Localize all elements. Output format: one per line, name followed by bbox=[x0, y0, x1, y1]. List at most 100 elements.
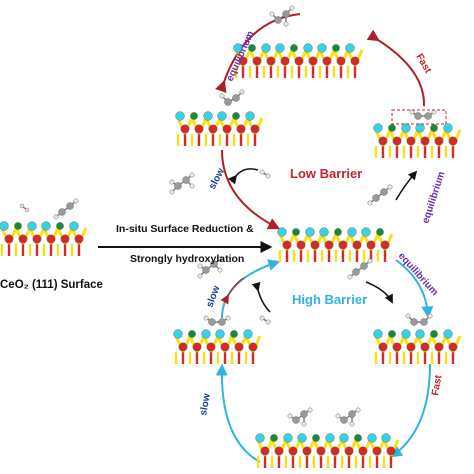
hydrogen-atom bbox=[266, 174, 270, 178]
o-lattice-atom bbox=[449, 343, 457, 351]
hydrogen-atom bbox=[336, 414, 340, 418]
high-cycle-arc-upper-left bbox=[222, 262, 278, 318]
o-lattice-atom bbox=[407, 137, 415, 145]
hydrogen-atom bbox=[348, 275, 352, 279]
ga-atom bbox=[430, 124, 437, 131]
carbon-atom bbox=[421, 319, 428, 326]
hydrogen-atom bbox=[226, 316, 230, 320]
ga-atom bbox=[14, 222, 21, 229]
adsorbate-bottom-left bbox=[288, 408, 312, 426]
o-surface-atom bbox=[244, 330, 253, 339]
ethylene-release-arrow-top bbox=[396, 172, 416, 200]
o-surface-atom bbox=[42, 222, 51, 231]
ga-atom bbox=[376, 228, 383, 235]
slab-top bbox=[234, 44, 362, 78]
slab-ceo2-pristine bbox=[0, 222, 86, 256]
hydrogen-atom bbox=[74, 199, 78, 203]
o-surface-atom bbox=[304, 44, 313, 53]
o-lattice-atom bbox=[295, 57, 303, 65]
ga-atom bbox=[312, 434, 319, 441]
o-lattice-atom bbox=[209, 125, 217, 133]
o-lattice-atom bbox=[283, 241, 291, 249]
slab-lower-right bbox=[374, 330, 460, 364]
o-surface-atom bbox=[70, 222, 79, 231]
ga-atom bbox=[332, 44, 339, 51]
o-surface-atom bbox=[204, 112, 213, 121]
hydrogen-atom bbox=[290, 6, 294, 10]
slab-lower-left bbox=[174, 330, 260, 364]
hydrogen-atom bbox=[288, 414, 292, 418]
o-lattice-atom bbox=[75, 235, 83, 243]
o-lattice-atom bbox=[393, 137, 401, 145]
o-surface-atom bbox=[362, 228, 371, 237]
o-lattice-atom bbox=[47, 235, 55, 243]
acetylene-gas-right-mid bbox=[348, 259, 372, 279]
o-surface-atom bbox=[402, 330, 411, 339]
o-lattice-atom bbox=[181, 125, 189, 133]
o-surface-atom bbox=[320, 228, 329, 237]
hydrogen-atom bbox=[220, 94, 224, 98]
o-lattice-atom bbox=[289, 447, 297, 455]
carbon-atom bbox=[373, 195, 380, 202]
hydrogen-atom bbox=[204, 316, 208, 320]
o-surface-atom bbox=[382, 434, 391, 443]
carbon-atom bbox=[225, 99, 232, 106]
carbon-atom bbox=[67, 203, 74, 210]
o-lattice-atom bbox=[379, 343, 387, 351]
ga-atom bbox=[188, 330, 195, 337]
carbon-atom bbox=[361, 263, 368, 270]
o-lattice-atom bbox=[61, 235, 69, 243]
h2-molecule-left bbox=[20, 204, 29, 212]
o-surface-atom bbox=[216, 330, 225, 339]
o-lattice-atom bbox=[235, 343, 243, 351]
carbon-atom bbox=[381, 189, 388, 196]
o-surface-atom bbox=[402, 124, 411, 133]
h2-uptake-arrow-mid bbox=[258, 290, 270, 312]
acetylene-gas-right bbox=[368, 185, 392, 205]
adsorbate-bottom-right bbox=[336, 408, 360, 426]
o-lattice-atom bbox=[223, 125, 231, 133]
o-lattice-atom bbox=[33, 235, 41, 243]
o-lattice-atom bbox=[435, 137, 443, 145]
o-lattice-atom bbox=[297, 241, 305, 249]
hydrogen-atom bbox=[302, 422, 306, 426]
adsorbate-lower-right bbox=[406, 314, 432, 326]
o-surface-atom bbox=[374, 330, 383, 339]
carbon-atom bbox=[59, 209, 66, 216]
carbon-atom bbox=[175, 183, 182, 190]
ga-atom bbox=[190, 112, 197, 119]
o-lattice-atom bbox=[309, 57, 317, 65]
slab-top-right bbox=[374, 124, 460, 158]
o-lattice-atom bbox=[249, 343, 257, 351]
hydrogen-atom bbox=[284, 22, 288, 26]
o-lattice-atom bbox=[251, 125, 259, 133]
hydrogen-atom bbox=[198, 274, 202, 278]
o-surface-atom bbox=[202, 330, 211, 339]
o-lattice-atom bbox=[353, 241, 361, 249]
ga-atom bbox=[354, 434, 361, 441]
o-surface-atom bbox=[276, 44, 285, 53]
h2-uptake-arrow-top bbox=[236, 169, 258, 176]
o-surface-atom bbox=[176, 112, 185, 121]
o-surface-atom bbox=[284, 434, 293, 443]
carbon-atom bbox=[183, 177, 190, 184]
o-surface-atom bbox=[0, 222, 8, 231]
fast-label-bottom-right: Fast bbox=[430, 374, 445, 397]
o-lattice-atom bbox=[407, 343, 415, 351]
hydrogen-atom bbox=[428, 314, 432, 318]
o-lattice-atom bbox=[195, 125, 203, 133]
carbon-atom bbox=[275, 17, 282, 24]
hydrogen-atom bbox=[54, 215, 58, 219]
carbon-atom bbox=[353, 269, 360, 276]
hydrogen-atom bbox=[170, 180, 174, 184]
o-surface-atom bbox=[246, 112, 255, 121]
o-surface-atom bbox=[326, 434, 335, 443]
hydrogen-atom bbox=[218, 268, 222, 272]
carbon-atom bbox=[341, 417, 348, 424]
slow-label-lower-left: slow bbox=[204, 284, 222, 309]
o-surface-atom bbox=[298, 434, 307, 443]
adsorbate-lower-left bbox=[204, 316, 230, 326]
o-lattice-atom bbox=[325, 241, 333, 249]
o-surface-atom bbox=[318, 44, 327, 53]
o-surface-atom bbox=[174, 330, 183, 339]
